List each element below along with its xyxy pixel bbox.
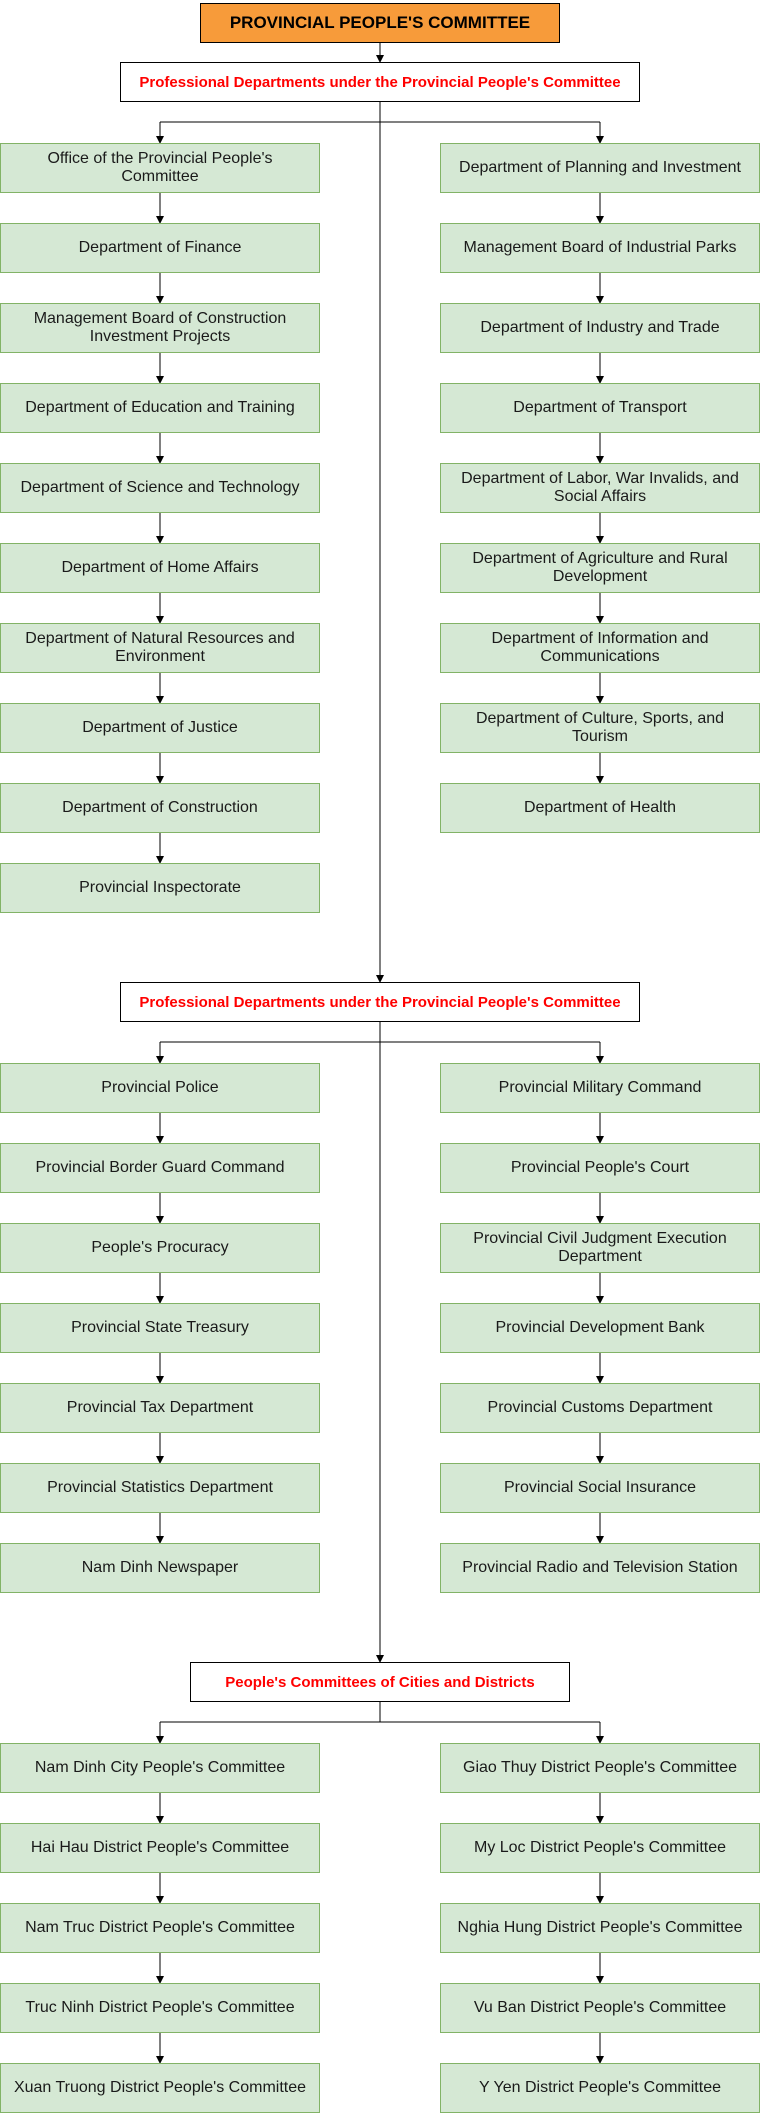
- section-3-left-item: Xuan Truong District People's Committee: [0, 2063, 320, 2113]
- section-header-3: People's Committees of Cities and Distri…: [190, 1662, 570, 1702]
- section-1-left-item: Department of Construction: [0, 783, 320, 833]
- section-2-left-item: Provincial Police: [0, 1063, 320, 1113]
- section-1-left-item: Provincial Inspectorate: [0, 863, 320, 913]
- section-1-left-item: Management Board of Construction Investm…: [0, 303, 320, 353]
- section-3-left-item: Truc Ninh District People's Committee: [0, 1983, 320, 2033]
- section-1-right-item: Department of Planning and Investment: [440, 143, 760, 193]
- section-3-right-item: My Loc District People's Committee: [440, 1823, 760, 1873]
- section-header-1: Professional Departments under the Provi…: [120, 62, 640, 102]
- section-2-left-item: Provincial State Treasury: [0, 1303, 320, 1353]
- section-1-right-item: Management Board of Industrial Parks: [440, 223, 760, 273]
- section-1-left-item: Department of Science and Technology: [0, 463, 320, 513]
- section-2-left-item: Provincial Border Guard Command: [0, 1143, 320, 1193]
- section-2-right-item: Provincial People's Court: [440, 1143, 760, 1193]
- section-header-2: Professional Departments under the Provi…: [120, 982, 640, 1022]
- section-1-right-item: Department of Health: [440, 783, 760, 833]
- section-1-left-item: Department of Education and Training: [0, 383, 320, 433]
- section-1-right-item: Department of Industry and Trade: [440, 303, 760, 353]
- section-1-left-item: Department of Justice: [0, 703, 320, 753]
- section-2-left-item: People's Procuracy: [0, 1223, 320, 1273]
- section-1-left-item: Department of Home Affairs: [0, 543, 320, 593]
- section-2-left-item: Nam Dinh Newspaper: [0, 1543, 320, 1593]
- section-2-right-item: Provincial Customs Department: [440, 1383, 760, 1433]
- section-1-right-item: Department of Agriculture and Rural Deve…: [440, 543, 760, 593]
- section-3-right-item: Giao Thuy District People's Committee: [440, 1743, 760, 1793]
- section-3-left-item: Nam Truc District People's Committee: [0, 1903, 320, 1953]
- section-1-left-item: Department of Finance: [0, 223, 320, 273]
- section-2-right-item: Provincial Civil Judgment Execution Depa…: [440, 1223, 760, 1273]
- section-2-left-item: Provincial Statistics Department: [0, 1463, 320, 1513]
- section-2-left-item: Provincial Tax Department: [0, 1383, 320, 1433]
- section-1-right-item: Department of Information and Communicat…: [440, 623, 760, 673]
- section-3-left-item: Hai Hau District People's Committee: [0, 1823, 320, 1873]
- section-3-left-item: Nam Dinh City People's Committee: [0, 1743, 320, 1793]
- provincial-peoples-committee-box: PROVINCIAL PEOPLE'S COMMITTEE: [200, 3, 560, 43]
- section-1-right-item: Department of Labor, War Invalids, and S…: [440, 463, 760, 513]
- section-2-right-item: Provincial Social Insurance: [440, 1463, 760, 1513]
- section-1-right-item: Department of Transport: [440, 383, 760, 433]
- section-3-right-item: Y Yen District People's Committee: [440, 2063, 760, 2113]
- section-2-right-item: Provincial Radio and Television Station: [440, 1543, 760, 1593]
- section-1-left-item: Office of the Provincial People's Commit…: [0, 143, 320, 193]
- section-1-right-item: Department of Culture, Sports, and Touri…: [440, 703, 760, 753]
- section-3-right-item: Vu Ban District People's Committee: [440, 1983, 760, 2033]
- section-2-right-item: Provincial Military Command: [440, 1063, 760, 1113]
- section-2-right-item: Provincial Development Bank: [440, 1303, 760, 1353]
- section-3-right-item: Nghia Hung District People's Committee: [440, 1903, 760, 1953]
- section-1-left-item: Department of Natural Resources and Envi…: [0, 623, 320, 673]
